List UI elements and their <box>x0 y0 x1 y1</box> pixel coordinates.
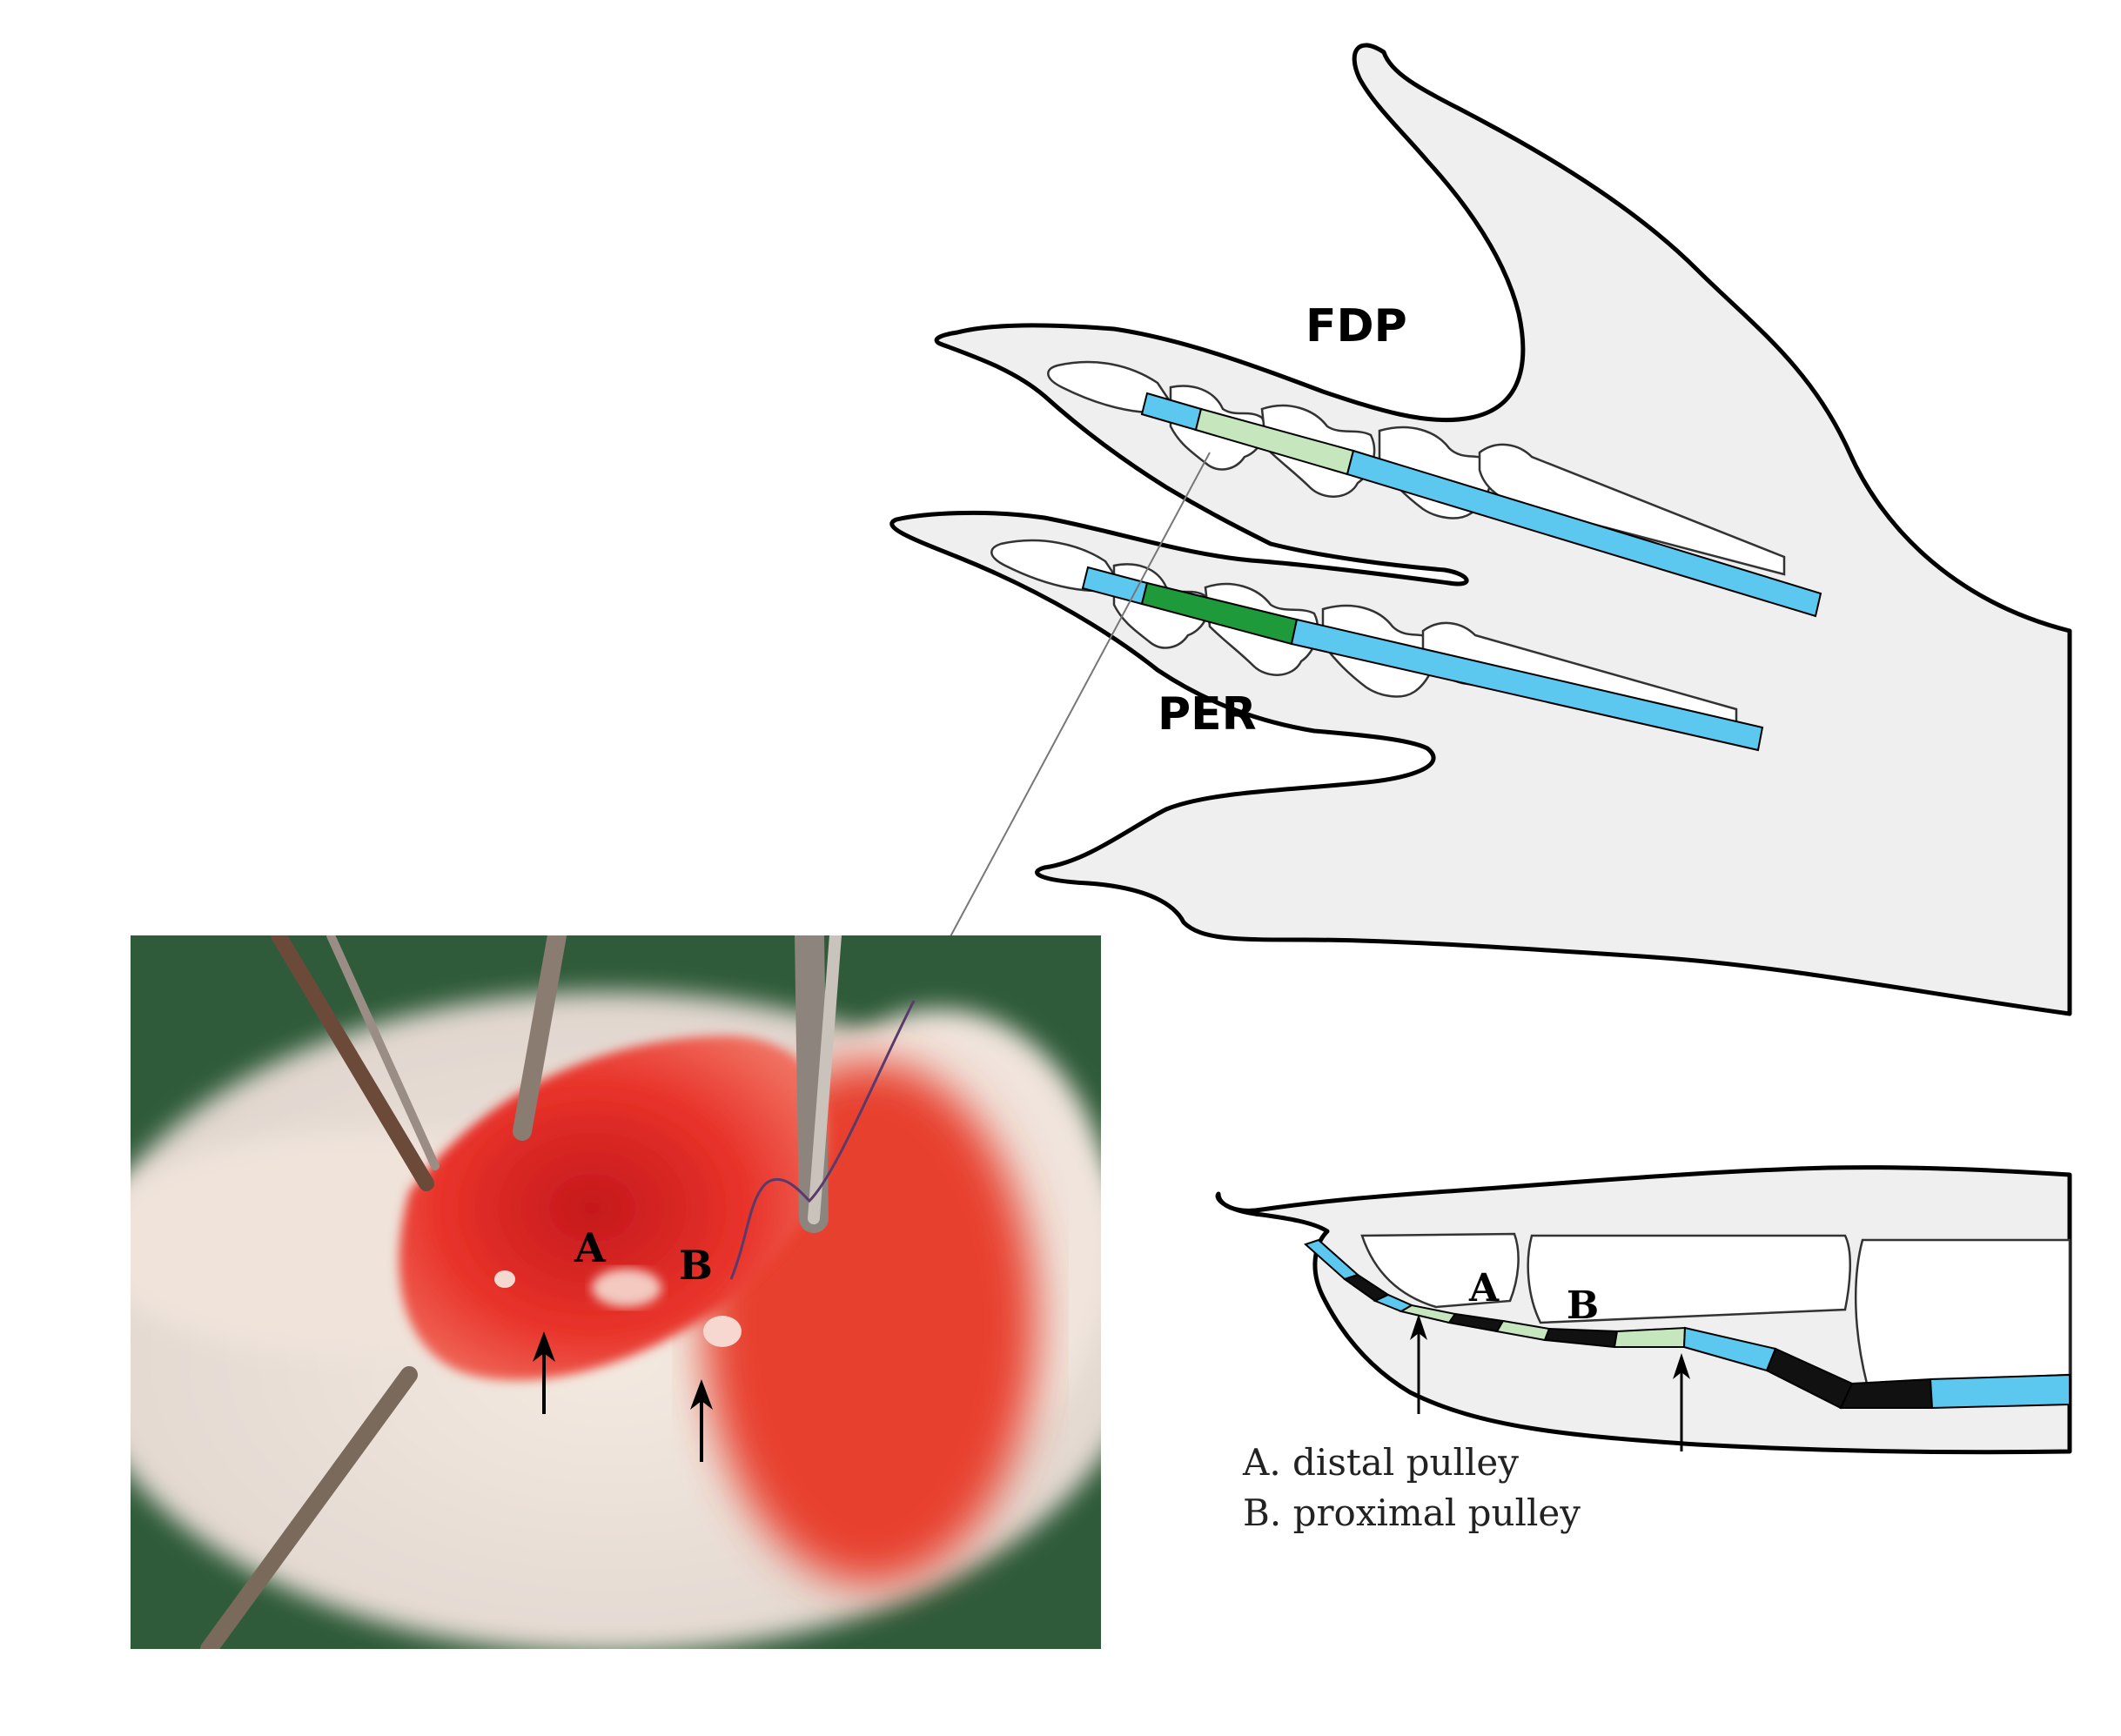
paw-diagram: FDP PER <box>889 43 2072 1016</box>
surgical-photo: A B <box>131 935 1101 1649</box>
fdp-label: FDP <box>1305 300 1407 352</box>
surgical-wound <box>399 1036 829 1381</box>
finger-arrow-b <box>1673 1353 1690 1451</box>
pulley-legend: A. distal pulley B. proximal pulley <box>1242 1441 1581 1534</box>
photo-label-b: B <box>679 1242 713 1289</box>
photo-label-a: A <box>574 1224 607 1271</box>
suture-thread <box>729 1000 916 1280</box>
legend-item-proximal-pulley: B. proximal pulley <box>1243 1491 1581 1534</box>
photo-arrow-a <box>533 1331 555 1414</box>
finger-phalanges <box>1360 1232 2071 1385</box>
photo-arrow-b <box>690 1379 713 1462</box>
per-label: PER <box>1158 688 1257 741</box>
legend-item-distal-pulley: A. distal pulley <box>1242 1441 1519 1484</box>
finger-section-diagram: A B <box>1215 1165 2072 1455</box>
upper-tendon <box>1140 392 1822 618</box>
finger-tendon <box>1304 1238 2071 1410</box>
upper-tendon-blue-proximal <box>1346 449 1822 618</box>
lower-tendon <box>1081 566 1764 752</box>
forceps <box>200 935 842 1649</box>
finger-label-b: B <box>1567 1284 1599 1328</box>
paw-outline <box>889 43 2072 1016</box>
finger-label-a: A <box>1468 1266 1500 1310</box>
lower-tendon-blue-proximal <box>1290 618 1764 752</box>
finger-arrow-a <box>1410 1314 1427 1414</box>
zoom-connector-line <box>948 452 1211 941</box>
